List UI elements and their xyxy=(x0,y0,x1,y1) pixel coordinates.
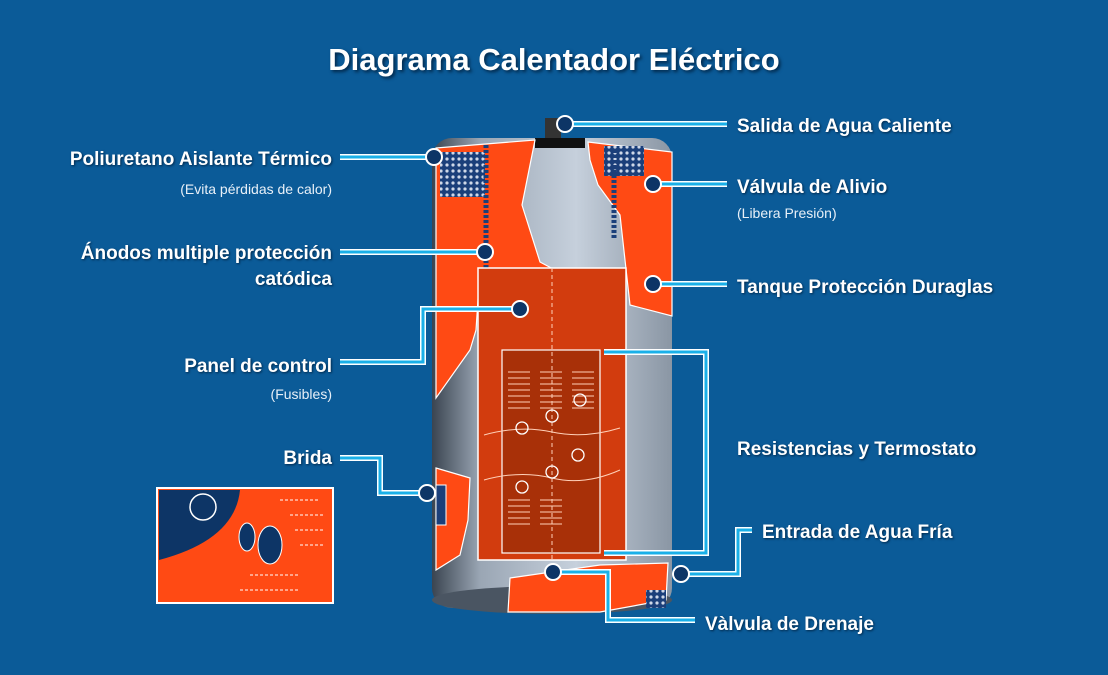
label-salida: Salida de Agua Caliente xyxy=(737,116,952,137)
label-valvula-alivio: Válvula de Alivio xyxy=(737,177,888,198)
insulation-right xyxy=(604,146,644,176)
label-entrada: Entrada de Agua Fría xyxy=(762,522,953,543)
label-panel: Panel de control xyxy=(184,356,332,377)
label-poliuretano: Poliuretano Aislante Térmico xyxy=(69,149,332,170)
label-drenaje: Vàlvula de Drenaje xyxy=(705,614,874,635)
flange-detail-inset xyxy=(156,487,334,604)
label-anodos-1: Ánodos multiple protección xyxy=(80,243,332,264)
label-anodos-2: catódica xyxy=(254,269,332,290)
page-title: Diagrama Calentador Eléctrico xyxy=(328,42,780,77)
resistance-elements xyxy=(483,371,621,525)
label-tanque: Tanque Protección Duraglas xyxy=(737,277,994,298)
label-valvula-alivio-sub: (Libera Presión) xyxy=(737,205,837,221)
callout-dots xyxy=(418,115,690,583)
label-panel-sub: (Fusibles) xyxy=(270,386,332,402)
label-brida: Brida xyxy=(283,448,332,469)
leader-lines xyxy=(340,121,752,623)
resistances-box xyxy=(501,349,601,554)
insulation-left xyxy=(440,152,485,197)
flange xyxy=(435,484,447,526)
label-resistencias: Resistencias y Termostato xyxy=(737,439,977,460)
label-poliuretano-sub: (Evita pérdidas de calor) xyxy=(180,181,332,197)
